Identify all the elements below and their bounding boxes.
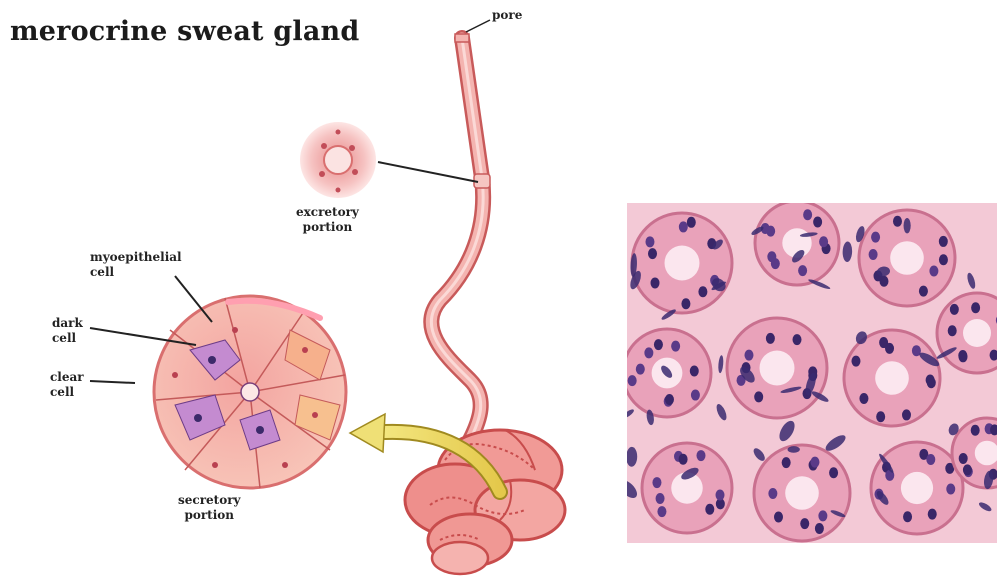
cell-nucleus [919,286,928,297]
cell-nucleus [803,209,812,220]
cell-nucleus [679,454,688,465]
cell-nucleus [926,454,935,465]
tubule-lumen [901,472,933,504]
cell-nucleus [716,490,725,501]
cell-nucleus [876,411,885,422]
tubule-lumen [875,361,909,395]
tubule-lumen [785,476,819,510]
cell-nucleus [656,493,665,504]
excretory-cross-section [300,122,376,198]
cell-nucleus [690,365,699,376]
cell-nucleus [657,506,666,517]
tubule-lumen [890,241,924,275]
cell-nucleus [696,450,705,461]
cell-nucleus [793,334,802,345]
cell-nucleus [946,483,955,494]
cell-nucleus [768,488,777,499]
cell-nucleus [928,509,937,520]
cell-nucleus [648,248,657,259]
secretory-cross-section [154,296,346,488]
cell-nucleus [681,298,690,309]
dark-cell-label: darkcell [52,316,83,346]
secretory-portion-label: secretoryportion [178,493,241,523]
cell-nucleus [645,236,654,247]
coiled-gland [405,430,565,574]
sweat-gland-illustration [0,0,620,584]
cell-nucleus [819,236,828,247]
cell-nucleus [818,510,827,521]
cell-nucleus [851,356,860,367]
excretory-portion-label: excretoryportion [296,205,359,235]
cell-nucleus [810,457,819,468]
cell-nucleus [885,343,894,354]
cell-nucleus [959,453,968,464]
cell-nucleus [815,523,824,534]
cell-nucleus [636,364,645,375]
cell-nucleus [782,457,791,468]
cell-nucleus [652,477,661,488]
myoepithelial-cell-label: myoepithelialcell [90,250,182,280]
cell-nucleus [679,221,688,232]
excretory-pointer-line [378,162,478,182]
cell-nucleus [665,394,674,405]
cell-nucleus [671,341,680,352]
cell-nucleus [950,304,959,315]
cell-nucleus [902,409,911,420]
cell-nucleus [893,216,902,227]
cell-nucleus [744,350,753,361]
histology-micrograph [627,203,997,543]
cell-nucleus [687,217,696,228]
clear-cell-label: clearcell [50,370,84,400]
cell-nucleus [813,217,822,228]
cell-nucleus [963,464,972,475]
cell-nucleus [871,232,880,243]
cell-nucleus [929,266,938,277]
cell-nucleus [903,511,912,522]
stromal-nucleus [904,218,911,233]
cell-nucleus [654,339,663,350]
cell-nucleus [628,375,637,386]
cell-nucleus [705,504,714,515]
cell-nucleus [800,518,809,529]
cell-nucleus [948,325,957,336]
cell-nucleus [939,254,948,265]
cell-nucleus [829,467,838,478]
tubule-lumen [760,351,795,386]
cell-nucleus [859,393,868,404]
sweat-duct [431,34,490,440]
tubule-lumen [963,319,991,347]
cell-nucleus [651,277,660,288]
pore-pointer-line [466,20,490,32]
cell-nucleus [691,390,700,401]
cell-nucleus [971,302,980,313]
cell-nucleus [754,391,763,402]
cell-nucleus [798,265,807,276]
cell-nucleus [971,425,980,436]
tubule-lumen [665,246,700,281]
cell-nucleus [766,333,775,344]
cell-nucleus [698,286,707,297]
cell-nucleus [959,351,968,362]
cell-nucleus [644,347,653,358]
cell-nucleus [767,251,776,262]
pore-label: pore [492,8,522,23]
clear-cell-pointer-line [90,381,135,383]
cell-nucleus [774,512,783,523]
cell-nucleus [869,249,878,260]
cell-nucleus [939,236,948,247]
cell-nucleus [926,375,935,386]
